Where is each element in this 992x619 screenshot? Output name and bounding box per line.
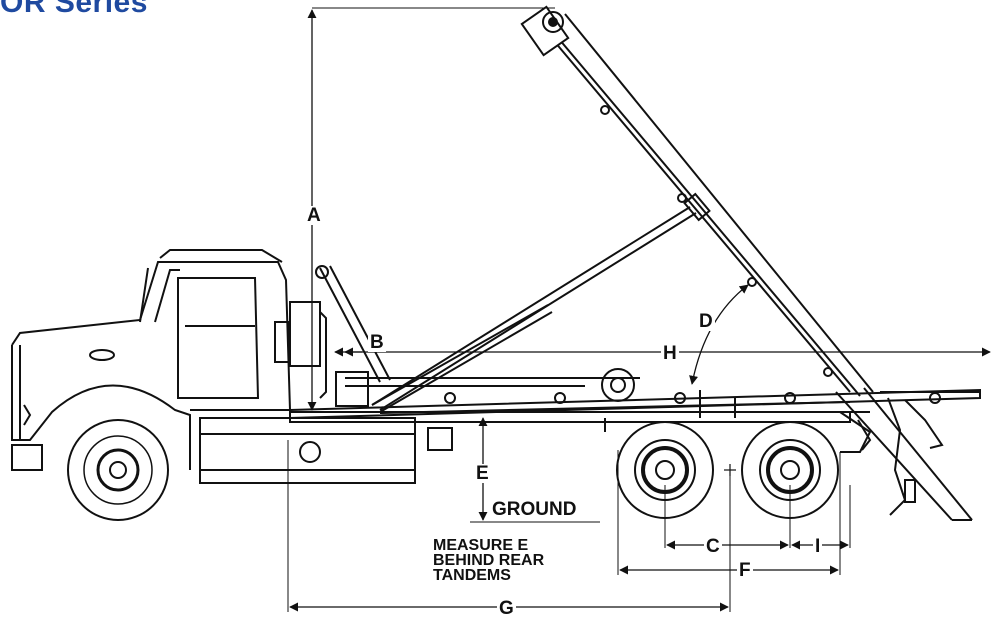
dim-label-c: C [704, 536, 722, 557]
dim-label-b: B [368, 332, 386, 353]
measure-note-line-3: TANDEMS [433, 567, 511, 584]
dim-d-arc [689, 284, 749, 385]
dim-label-d: D [697, 311, 715, 332]
ground-label: GROUND [492, 499, 577, 520]
measure-note-line-2: BEHIND REAR [433, 552, 545, 569]
dim-label-a: A [305, 205, 323, 226]
rear-wheel-2 [741, 421, 839, 519]
series-title: OR Series [0, 0, 148, 19]
tandem-center-mark [724, 464, 736, 476]
tanks-and-boxes [199, 301, 453, 484]
rear-wheel-1 [616, 421, 714, 519]
extension-lines [287, 7, 851, 612]
hydraulic-cylinders [315, 206, 697, 413]
rear-mechanism [857, 397, 944, 516]
chassis [289, 368, 981, 453]
dim-label-e: E [474, 463, 491, 484]
measure-note-line-1: MEASURE E [433, 537, 529, 554]
dim-label-f: F [737, 560, 753, 581]
dimension-lines [289, 9, 991, 612]
dim-label-g: G [497, 598, 516, 619]
measure-note: MEASURE E BEHIND REAR TANDEMS [433, 537, 545, 584]
hoist-arm [520, 5, 973, 521]
truck-cab [11, 249, 292, 471]
dim-label-h: H [661, 343, 679, 364]
dim-label-i: I [813, 536, 823, 557]
front-wheel [67, 419, 169, 521]
